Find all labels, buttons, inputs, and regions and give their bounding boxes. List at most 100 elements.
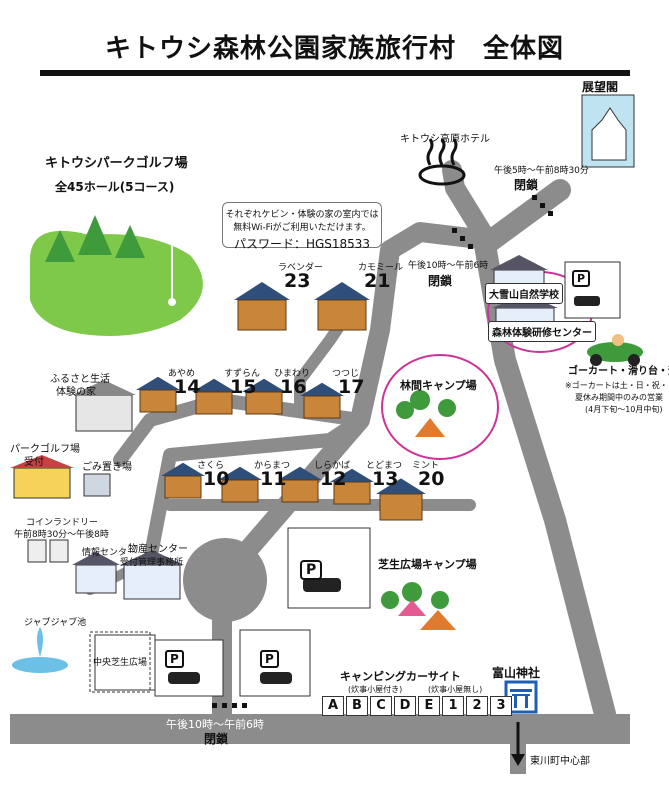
gokart-icon	[587, 334, 643, 366]
forest-camp-highlight	[381, 354, 499, 460]
wifi-line1: それぞれケビン・体験の家の室内では	[225, 210, 379, 220]
closure-marks	[212, 195, 553, 708]
cabin-roof-low-0	[161, 462, 205, 476]
park-golf-holes: 全45ホール(5コース)	[55, 180, 175, 194]
camping-car-with: (炊事小屋付き)	[348, 685, 403, 694]
cabin-name-low-3: とどまつ	[366, 461, 403, 471]
furusato-line1: ふるさと生活	[50, 374, 110, 385]
closure-bottom-label: 閉鎖	[204, 732, 229, 746]
cabin-body-low-2	[281, 479, 319, 503]
building-icons	[10, 255, 558, 600]
cabin-name-low-0: さくら	[197, 461, 225, 471]
closure-middle-label: 閉鎖	[428, 274, 453, 288]
hotel-road	[442, 160, 497, 250]
cabin-roof-upper-1	[314, 282, 370, 300]
site-3: 3	[490, 696, 512, 716]
site-d: D	[394, 696, 416, 716]
cabin-name-mid-0: あやめ	[168, 369, 196, 379]
laundry-name: コインランドリー	[26, 518, 99, 528]
cabin-number-mid-3: 17	[338, 376, 365, 398]
lawn-camp-trees	[381, 582, 456, 630]
cabin-roof-mid-2	[242, 378, 286, 392]
central-plaza-box	[89, 631, 151, 693]
cabin-name-upper-0: ラベンダー	[278, 263, 324, 273]
garbage-label: ごみ置き場	[82, 462, 132, 473]
wifi-line2: 無料Wi-Fiがご利用いただけます。	[233, 223, 371, 233]
cabin-roof-low-1	[218, 466, 262, 480]
cabin-body-low-4	[379, 493, 423, 521]
cabin-name-low-1: からまつ	[254, 461, 291, 471]
cabin-roof-low-3	[330, 468, 374, 482]
cabin-name-mid-2: ひまわり	[274, 369, 311, 379]
closure-middle-time: 午後10時～午前6時	[408, 261, 489, 271]
cabin-body-upper-0	[237, 299, 287, 331]
gokart-note3: (4月下旬～10月中旬)	[585, 405, 663, 414]
cabin-roof-upper-0	[234, 282, 290, 300]
wifi-notice: それぞれケビン・体験の家の室内では 無料Wi-Fiがご利用いただけます。 パスワ…	[222, 202, 382, 251]
cabin-name-mid-1: すずらん	[224, 369, 261, 379]
cabin-name-low-4: ミント	[412, 461, 440, 471]
cabin-roof-low-4	[376, 478, 426, 494]
onsen-icon	[418, 138, 466, 186]
main-road	[10, 714, 630, 744]
car-icons	[168, 296, 600, 684]
observatory-label: 展望閣	[582, 80, 619, 94]
cabin-roof-mid-0	[136, 376, 180, 390]
page-title: キトウシ森林公園家族旅行村 全体図	[104, 34, 564, 64]
cabin-body-mid-2	[245, 391, 283, 415]
cabin-body-mid-1	[195, 391, 233, 415]
cabin-number-low-3: 13	[372, 468, 399, 490]
cabin-number-upper-0: 23	[284, 270, 311, 292]
info-center-label: 情報センター	[82, 548, 137, 558]
cabin-number-low-0: 10	[203, 468, 230, 490]
cabin-name-upper-1: カモミール	[358, 263, 404, 273]
reception-line1: パークゴルフ場	[10, 444, 80, 455]
central-plaza-label: 中央芝生広場	[93, 658, 148, 668]
closure-upper-time: 午後5時～午前8時30分	[494, 166, 589, 176]
forest-camp-label: 林間キャンプ場	[400, 379, 477, 392]
cabin-name-mid-3: つつじ	[332, 369, 360, 379]
closure-bottom-time: 午後10時～午前6時	[166, 718, 264, 731]
cabin-roof-mid-3	[300, 382, 344, 396]
cabin-body-upper-1	[317, 299, 367, 331]
reception-line2: 受付	[24, 457, 44, 468]
cabin-number-low-2: 12	[320, 468, 347, 490]
shrine-label: 富山神社	[492, 666, 541, 680]
cabin-number-low-4: 20	[418, 468, 445, 490]
cabin-icons	[136, 282, 426, 521]
cabin-name-low-2: しらかば	[314, 461, 351, 471]
hotel-label: キトウシ高原ホテル	[400, 134, 490, 145]
school-name: 大雪山自然学校	[485, 283, 563, 304]
cabin-roof-low-2	[278, 466, 322, 480]
cabin-roof-mid-1	[192, 378, 236, 392]
lawn-camp-label: 芝生広場キャンプ場	[378, 558, 477, 571]
product-center-sub: 受付管理事務所	[120, 558, 184, 568]
park-golf-name: キトウシパークゴルフ場	[45, 156, 188, 171]
title-underline	[40, 70, 630, 76]
forest-camp-trees	[396, 390, 456, 437]
cabin-number-mid-0: 14	[174, 376, 201, 398]
parking-sign-3: P	[260, 650, 279, 668]
roundabout	[183, 538, 267, 622]
parking-sign-4: P	[572, 270, 591, 287]
gokart-title: ゴーカート・滑り台・遊具	[568, 366, 669, 377]
cabin-body-low-0	[164, 475, 202, 499]
product-center-name: 物産センター	[128, 544, 188, 555]
cabin-number-mid-1: 15	[230, 376, 257, 398]
site-c: C	[370, 696, 392, 716]
cabin-body-low-1	[221, 479, 259, 503]
site-a: A	[322, 696, 344, 716]
site-e: E	[418, 696, 440, 716]
cabin-number-low-1: 11	[260, 468, 287, 490]
closure-upper-label: 閉鎖	[514, 178, 539, 192]
gokart-note2: 夏休み期間中のみの営業	[575, 393, 663, 402]
cabin-number-mid-2: 16	[280, 376, 307, 398]
cabin-body-mid-0	[139, 389, 177, 413]
camping-car-title: キャンピングカーサイト	[340, 670, 461, 683]
school-center: 森林体験研修センター	[488, 321, 596, 342]
wifi-password: パスワード：HGS18533	[233, 237, 371, 251]
pond	[12, 657, 68, 673]
cabin-body-mid-3	[303, 395, 341, 419]
